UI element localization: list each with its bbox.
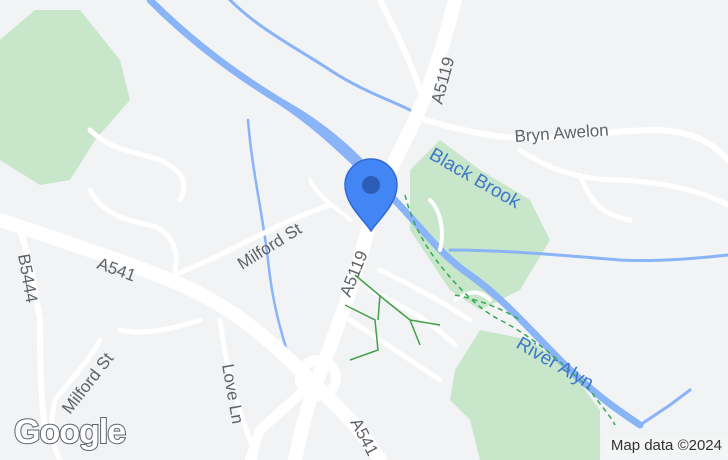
major-roads [0,0,462,460]
water-features [146,0,728,429]
map-attribution[interactable]: Map data ©2024 [604,435,728,456]
map-pin-icon[interactable] [344,158,398,233]
minor-roads [17,0,728,460]
park-area [450,330,600,460]
google-logo[interactable]: Google [13,412,127,452]
trails [344,194,616,426]
park-area [410,140,550,310]
park-area [0,10,130,185]
